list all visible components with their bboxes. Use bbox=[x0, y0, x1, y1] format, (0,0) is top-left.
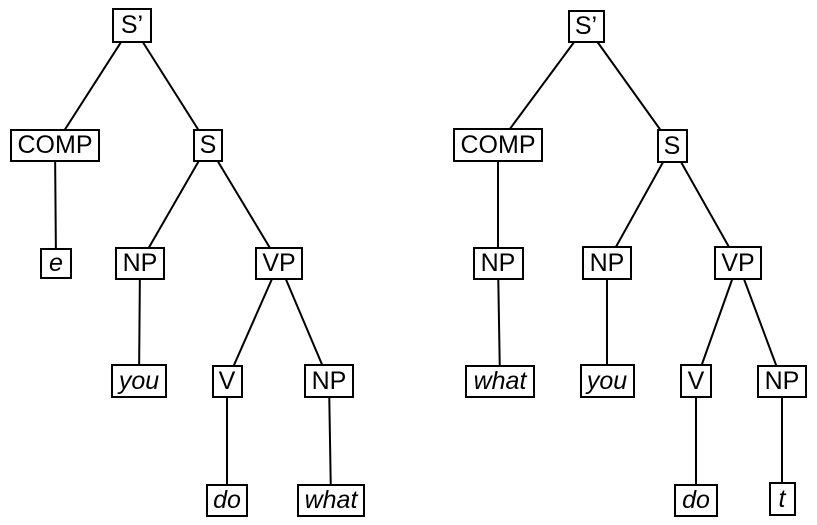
tree-edge-sbar-s bbox=[585, 25, 673, 147]
node-label: COMP bbox=[17, 130, 93, 159]
node-label: you bbox=[586, 366, 628, 395]
tree-edge-np2-what bbox=[328, 380, 332, 501]
left-tree-node-what: what bbox=[297, 483, 365, 517]
right-tree-node-what: what bbox=[465, 364, 535, 398]
node-label: VP bbox=[262, 248, 296, 277]
tree-edge-vp-v bbox=[226, 262, 280, 382]
right-tree-node-vp: VP bbox=[714, 246, 762, 280]
left-tree-node-do: do bbox=[206, 483, 248, 517]
tree-edge-comp-e bbox=[54, 144, 57, 264]
tree-edge-s-np2 bbox=[606, 145, 673, 264]
right-tree-node-t: t bbox=[768, 482, 796, 516]
node-label: NP bbox=[122, 248, 158, 277]
node-label: do bbox=[682, 485, 710, 514]
tree-edge-vp-v bbox=[695, 262, 739, 382]
node-label: what bbox=[473, 366, 527, 395]
node-label: do bbox=[213, 485, 241, 514]
tree-edge-sbar-comp bbox=[54, 24, 133, 146]
node-label: you bbox=[118, 366, 160, 395]
left-tree-node-np2: NP bbox=[304, 364, 354, 398]
right-tree-node-comp: COMP bbox=[453, 128, 543, 162]
node-label: NP bbox=[311, 366, 347, 395]
left-tree-node-comp: COMP bbox=[10, 128, 100, 162]
tree-edge-np1-what bbox=[497, 262, 501, 382]
node-label: S bbox=[199, 130, 217, 159]
right-tree-node-np1: NP bbox=[472, 246, 524, 280]
node-label: COMP bbox=[460, 130, 536, 159]
right-tree-node-do: do bbox=[674, 483, 718, 517]
left-tree-node-sbar: S’ bbox=[112, 7, 152, 43]
node-label: S bbox=[663, 131, 681, 160]
node-label: V bbox=[218, 366, 236, 395]
tree-edge-vp-np3 bbox=[737, 262, 783, 382]
node-label: S’ bbox=[574, 11, 598, 40]
left-tree-node-you: you bbox=[111, 364, 167, 398]
node-label: what bbox=[304, 485, 358, 514]
left-tree-node-v: V bbox=[211, 364, 243, 398]
left-tree-node-s: S bbox=[193, 128, 223, 162]
node-label: S’ bbox=[120, 10, 144, 39]
tree-edge-vp-np2 bbox=[278, 262, 330, 382]
tree-edge-s-vp bbox=[671, 145, 739, 264]
node-label: V bbox=[687, 366, 705, 395]
tree-edge-s-vp bbox=[207, 144, 280, 264]
left-tree-node-vp: VP bbox=[255, 246, 303, 280]
node-label: NP bbox=[480, 248, 516, 277]
tree-edge-sbar-comp bbox=[497, 25, 587, 146]
right-tree-node-you: you bbox=[579, 364, 635, 398]
node-label: NP bbox=[589, 248, 625, 277]
right-tree-node-s: S bbox=[656, 129, 688, 163]
node-label: e bbox=[49, 248, 63, 277]
left-tree-node-e: e bbox=[40, 247, 72, 279]
tree-edge-s-np1 bbox=[139, 144, 209, 264]
right-tree-node-np3: NP bbox=[757, 364, 807, 398]
right-tree-node-np2: NP bbox=[582, 246, 632, 280]
node-label: t bbox=[778, 484, 786, 513]
tree-edge-np1-you bbox=[138, 262, 141, 382]
node-label: NP bbox=[764, 366, 800, 395]
right-tree-node-sbar: S’ bbox=[567, 9, 605, 43]
right-tree-node-v: V bbox=[680, 364, 712, 398]
left-tree-node-np1: NP bbox=[115, 246, 165, 280]
tree-edge-sbar-s bbox=[131, 24, 209, 146]
node-label: VP bbox=[721, 248, 755, 277]
